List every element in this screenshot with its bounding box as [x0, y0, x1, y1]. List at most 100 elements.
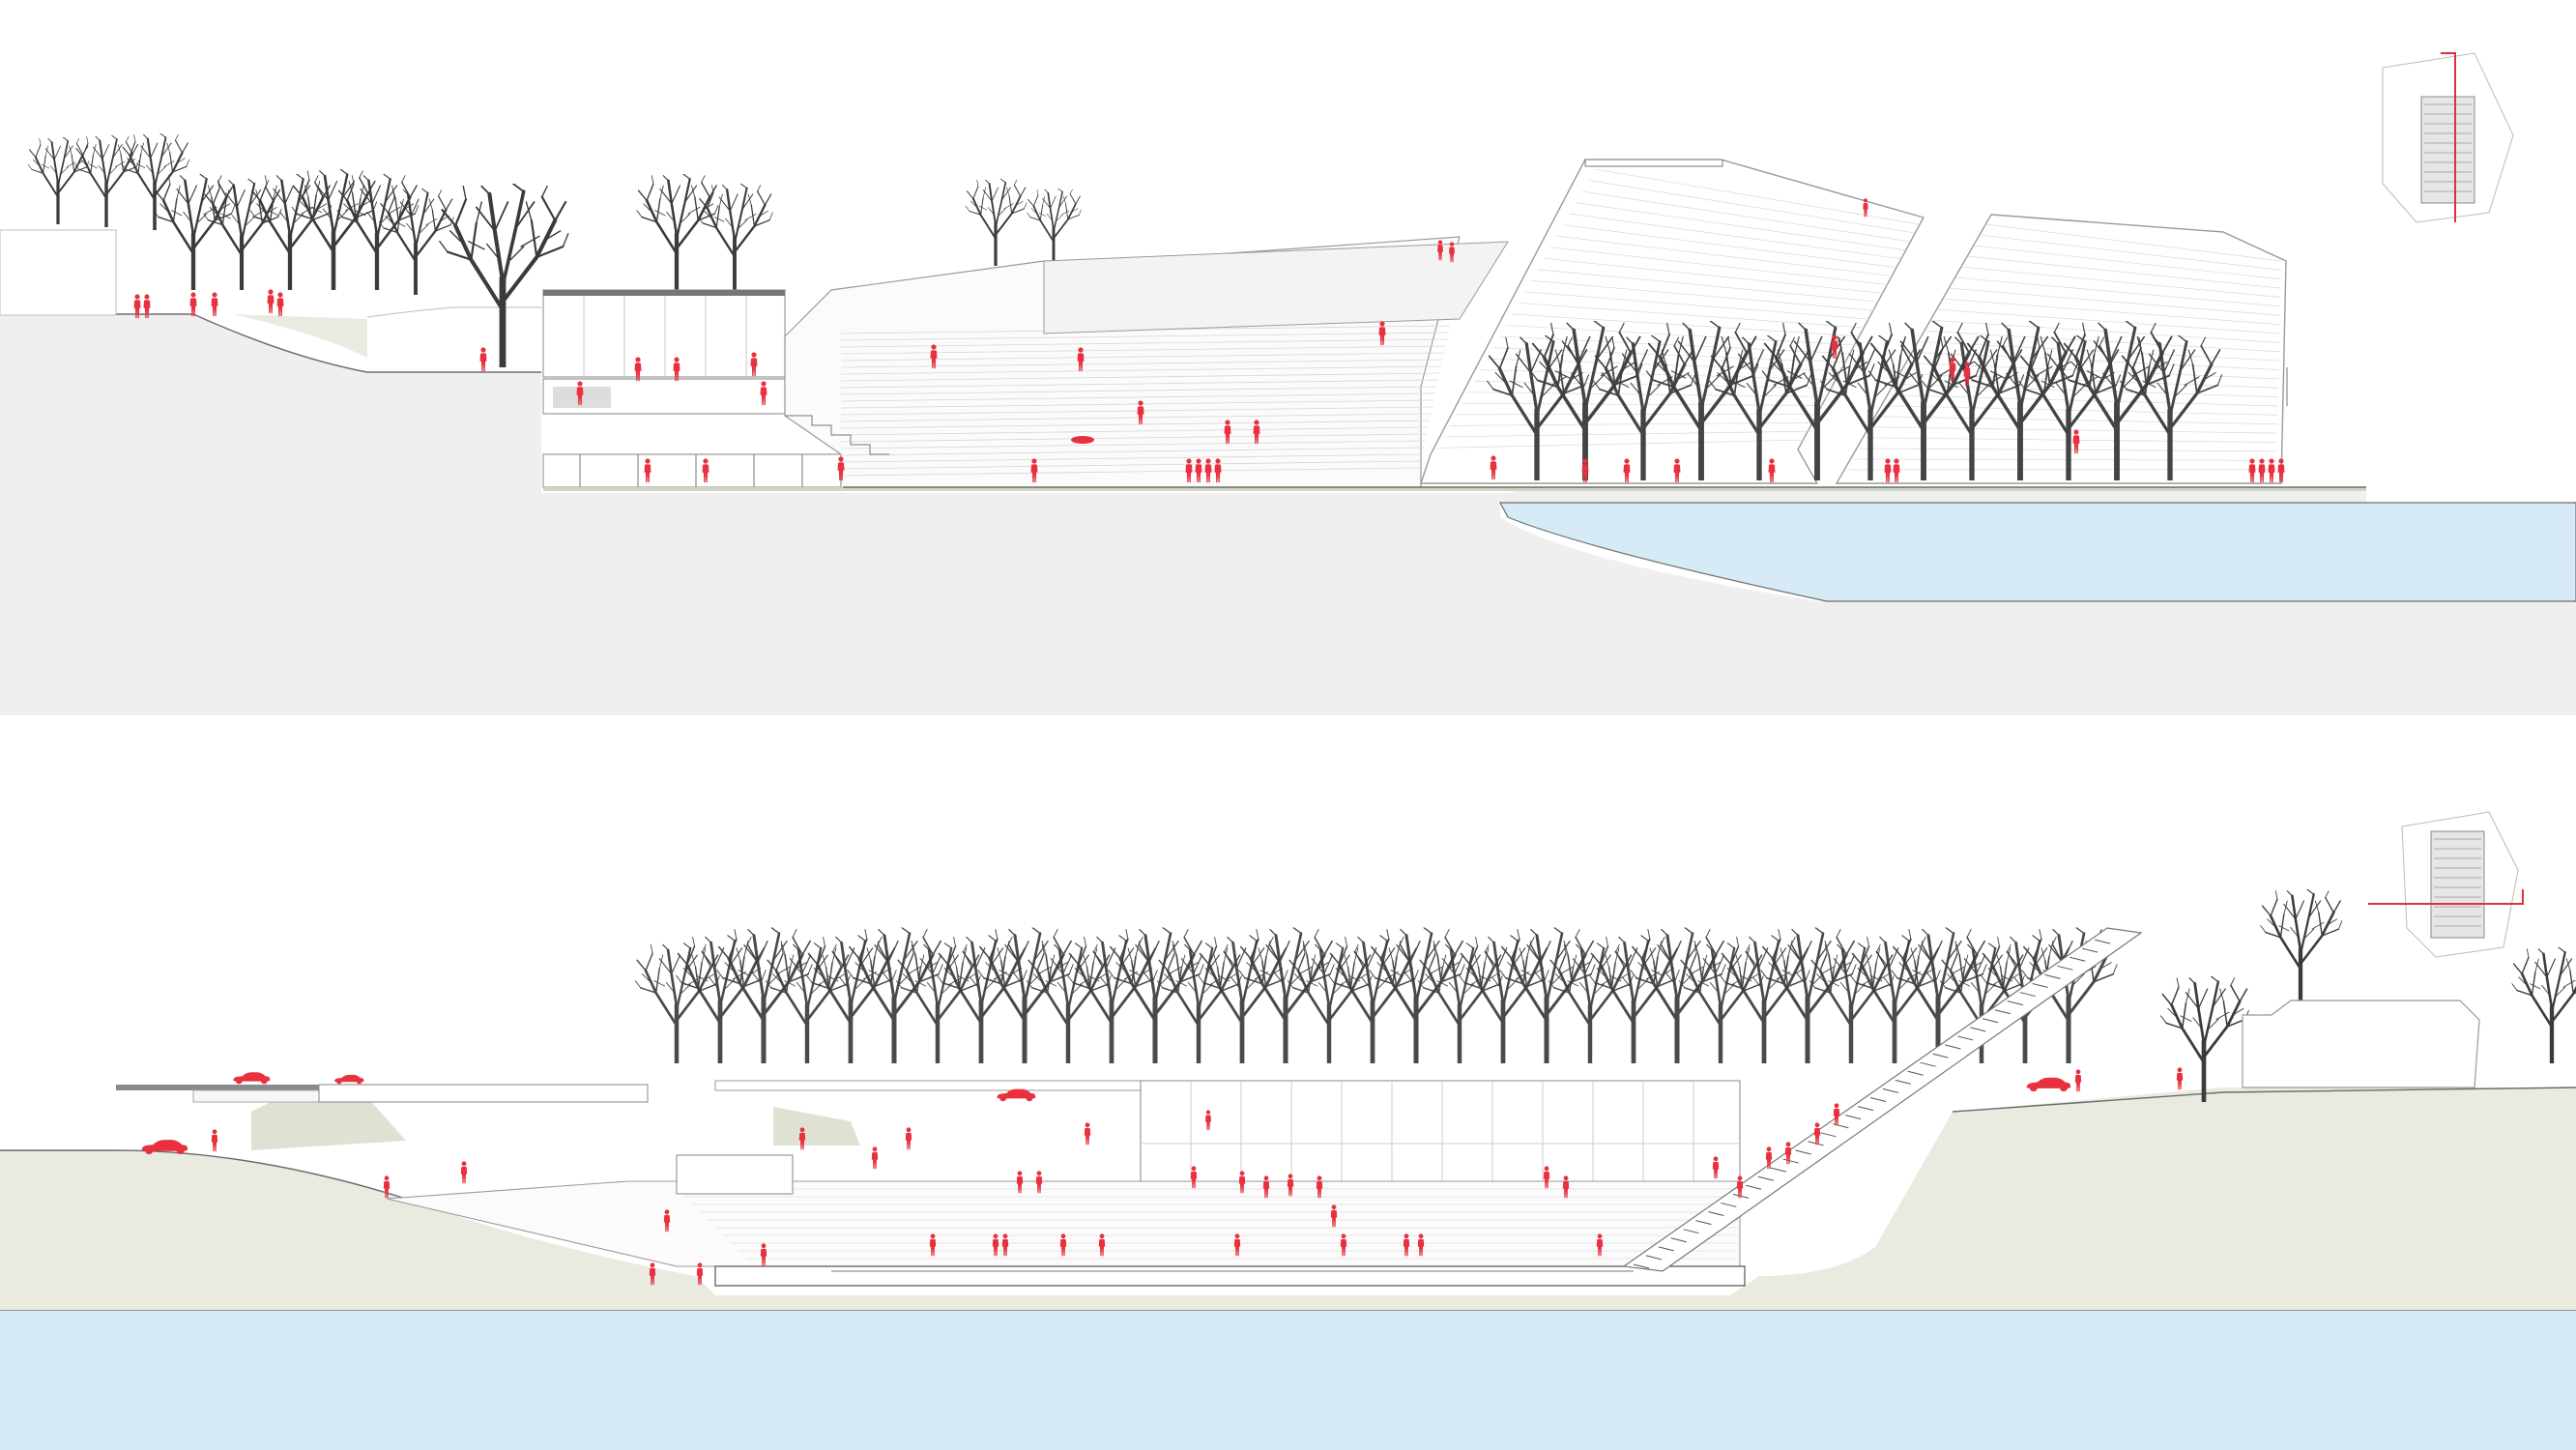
stand-step [840, 467, 1420, 477]
sunken-stands [386, 1180, 1741, 1267]
block-2-step [1961, 266, 2281, 298]
pavilion-glass-box [542, 289, 786, 378]
car-icon [2026, 1077, 2071, 1092]
person-lying-icon [1071, 436, 1094, 444]
tree-icon [204, 179, 282, 290]
section-cut-marker [2368, 889, 2524, 905]
stand-step [840, 379, 1439, 389]
block-1-step [1563, 224, 1896, 268]
block-2-step [1985, 223, 2282, 262]
ramp-step [1670, 1237, 1687, 1243]
block-2-step [1907, 362, 2279, 380]
block-1-step [1569, 213, 1901, 260]
person-icon [871, 1146, 879, 1170]
person-icon [2176, 1067, 2184, 1090]
ground-line [0, 313, 541, 373]
house [2242, 1000, 2480, 1088]
top-ground [0, 229, 2576, 715]
block-2-step [1937, 308, 2280, 334]
ramp-step [1721, 1202, 1737, 1207]
tree-icon [250, 174, 332, 290]
car-icon [334, 1074, 364, 1085]
ramp-step [1895, 1079, 1911, 1085]
ramp-step [1907, 1070, 1924, 1076]
ramp-step [1645, 1255, 1663, 1261]
key-plan-building [2430, 830, 2485, 939]
road-bridge [318, 1084, 649, 1103]
arena-floor [714, 1265, 1746, 1287]
bottom-ground [0, 1087, 2576, 1310]
ramp-step [1970, 1027, 1986, 1032]
landscape-wedge [232, 314, 367, 358]
tree-icon [26, 137, 90, 224]
person-icon [905, 1127, 912, 1150]
tree-icon [154, 174, 235, 290]
tree-icon [2261, 889, 2342, 1005]
person-icon [189, 292, 197, 317]
stand-step [840, 447, 1425, 456]
ramp-step [1770, 1167, 1786, 1173]
block-1-step [1462, 402, 1826, 406]
ground-fill [0, 314, 2576, 715]
ramp-step [1658, 1246, 1674, 1252]
ramp-step [1932, 1053, 1949, 1058]
ramp-step [1782, 1158, 1799, 1164]
tree-icon [1500, 928, 1595, 1063]
key-plan-outline [2382, 52, 2514, 223]
block-2-step [1950, 287, 2280, 316]
ramp-step [2082, 947, 2098, 953]
stand-step [840, 406, 1433, 416]
ramp-step [1945, 1044, 1961, 1050]
ramp-step [1633, 1263, 1650, 1269]
ramp-step [1757, 1175, 1775, 1181]
stand-step [840, 352, 1445, 362]
stand-step [840, 420, 1431, 429]
top-key-plan-icon [2382, 52, 2514, 223]
block-1-step [1449, 421, 1816, 426]
block-2-step [1865, 437, 2277, 443]
ramp-step [1795, 1149, 1811, 1155]
river-water [1499, 502, 2576, 602]
block-2-step [1955, 276, 2280, 307]
stairs [785, 415, 889, 455]
ramp-step [2032, 982, 2048, 988]
stand-step [840, 338, 1448, 348]
block-1-step [1519, 303, 1866, 329]
ramp-step [1882, 1088, 1899, 1093]
block-1-step [1531, 280, 1874, 311]
ramp-step [1994, 1009, 2012, 1015]
bridge-deck [116, 1085, 319, 1090]
hill-path [366, 306, 541, 318]
tree-icon [637, 174, 718, 290]
top-section [0, 52, 2576, 715]
block-1-step [1538, 269, 1879, 303]
block-1-step [1556, 235, 1893, 276]
tree-icon [120, 133, 189, 230]
person-icon [2074, 1069, 2082, 1092]
stand-step [840, 359, 1443, 368]
tree-icon [1239, 928, 1334, 1063]
block-1-step [1512, 313, 1862, 337]
tree-icon [717, 928, 812, 1063]
entrance-box [676, 1154, 794, 1195]
ground-line-right [1952, 1087, 2576, 1113]
person-icon [1084, 1122, 1091, 1146]
tree-icon [2160, 976, 2248, 1102]
ramp-step [2094, 939, 2111, 944]
tree-icon [377, 188, 454, 295]
embankment-2 [773, 1107, 860, 1146]
ramp-step [1869, 1097, 1887, 1102]
ramp-step [2044, 973, 2061, 979]
ramp-step [1683, 1229, 1699, 1234]
ramp-step [1695, 1220, 1712, 1226]
stand-step [840, 345, 1446, 355]
hill-house [0, 229, 117, 316]
block-2-step [1877, 416, 2278, 425]
tree-icon [1109, 928, 1203, 1063]
tree-icon [978, 928, 1073, 1063]
bridge-underside [192, 1089, 320, 1103]
top-buildings [542, 159, 2366, 491]
ramp-step [1708, 1211, 1724, 1217]
person-icon [211, 1129, 218, 1152]
